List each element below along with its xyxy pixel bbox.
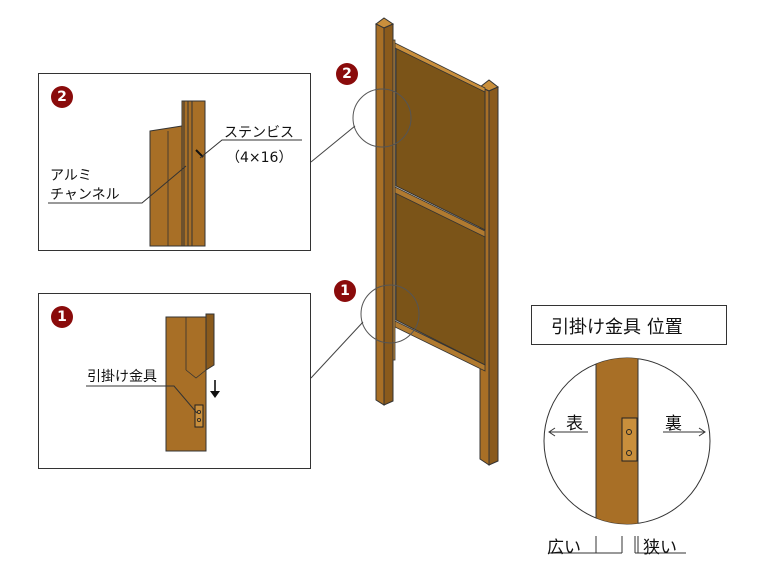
position-title: 引掛け金具 位置 (551, 317, 683, 338)
detail-2-drawing (48, 100, 302, 247)
detail-2-post (181, 100, 206, 247)
hook-leader (86, 385, 198, 414)
wide-label: 広い (547, 538, 581, 558)
callout-circle-1 (360, 284, 420, 344)
narrow-label: 狭い (643, 538, 677, 558)
left-post-front (375, 23, 385, 406)
stainless-screw-icon (195, 149, 204, 158)
detail-2-badge: 2 (51, 86, 73, 108)
hook-label: 引掛け金具 (87, 369, 157, 385)
down-arrow-icon (210, 391, 220, 398)
left-post-side (383, 23, 394, 406)
bracket-hole-top (626, 429, 632, 435)
position-view-drawing (543, 357, 711, 554)
front-label: 表 (566, 414, 583, 434)
main-marker-1: 1 (334, 280, 356, 302)
hook-screw-hole-bottom (196, 417, 201, 422)
front-arrow-icon (548, 427, 556, 437)
screw-size-label: （4×16） (226, 150, 293, 166)
callout-circle-2 (352, 88, 412, 148)
leader-line-1 (310, 321, 364, 379)
channel-label-line-2: チャンネル (50, 187, 120, 203)
channel-leader (48, 165, 187, 204)
hook-bracket-icon (194, 404, 204, 428)
detail-1-badge: 1 (51, 306, 73, 328)
back-label: 裏 (665, 414, 682, 434)
back-arrow-icon (698, 427, 706, 437)
channel-label-line-1: アルミ (50, 168, 92, 184)
main-fence-view (310, 17, 499, 466)
leader-line-2 (310, 125, 356, 163)
main-marker-2: 2 (336, 63, 358, 85)
detail-1-drawing (86, 313, 220, 452)
position-view-bracket (621, 417, 638, 462)
detail-2-board (149, 125, 183, 247)
screw-label: ステンビス (224, 125, 294, 141)
detail-1-step (185, 369, 207, 379)
screw-leader (199, 139, 302, 159)
right-post-side (488, 86, 499, 466)
hook-screw-hole-top (196, 409, 201, 414)
position-title-box (531, 305, 727, 345)
bracket-hole-bottom (626, 450, 632, 456)
detail-1-board (205, 313, 215, 371)
